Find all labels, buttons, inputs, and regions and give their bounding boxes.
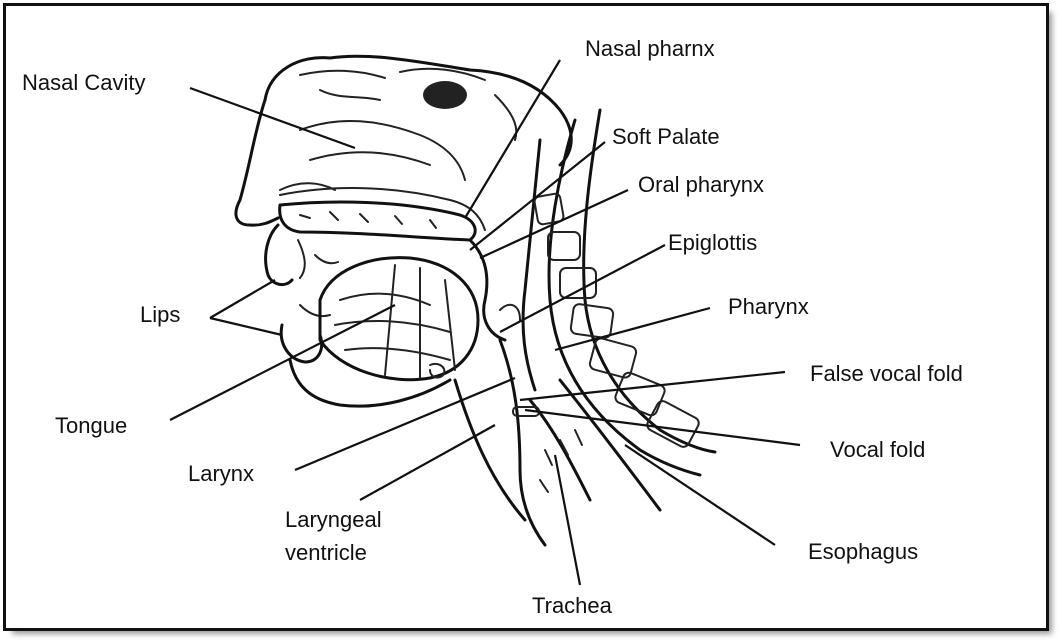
label-oral-pharynx: Oral pharynx <box>638 172 764 198</box>
label-laryngeal-ventricle-line2: ventricle <box>285 540 367 566</box>
palate-bone <box>280 202 476 240</box>
leader-larynx <box>295 378 515 470</box>
skull-outline <box>265 56 571 165</box>
tongue-shape <box>320 258 478 380</box>
leader-tongue <box>170 305 395 420</box>
label-false-vocal-fold: False vocal fold <box>810 361 963 387</box>
label-nasal-cavity: Nasal Cavity <box>22 70 145 96</box>
leader-vocal-fold <box>525 410 800 445</box>
label-larynx: Larynx <box>188 461 254 487</box>
leader-laryngeal-ventricle <box>360 425 495 500</box>
label-tongue: Tongue <box>55 413 127 439</box>
label-vocal-fold: Vocal fold <box>830 437 925 463</box>
label-esophagus: Esophagus <box>808 539 918 565</box>
leader-lips-lower <box>210 318 282 335</box>
label-lips: Lips <box>140 302 180 328</box>
leader-lips-upper <box>210 280 275 318</box>
label-soft-palate: Soft Palate <box>612 124 720 150</box>
label-laryngeal-ventricle-line1: Laryngeal <box>285 507 382 533</box>
leader-false-vocal-fold <box>520 372 785 400</box>
leader-nasal-pharnx <box>465 60 560 218</box>
leader-pharynx <box>555 308 710 350</box>
label-epiglottis: Epiglottis <box>668 230 757 256</box>
leader-nasal-cavity <box>190 88 355 148</box>
teeth-and-lips <box>266 225 338 362</box>
label-trachea: Trachea <box>532 593 612 619</box>
label-pharynx: Pharynx <box>728 294 809 320</box>
jaw-outline <box>290 360 450 406</box>
nose-outline <box>236 100 335 225</box>
label-nasal-pharnx: Nasal pharnx <box>585 36 715 62</box>
